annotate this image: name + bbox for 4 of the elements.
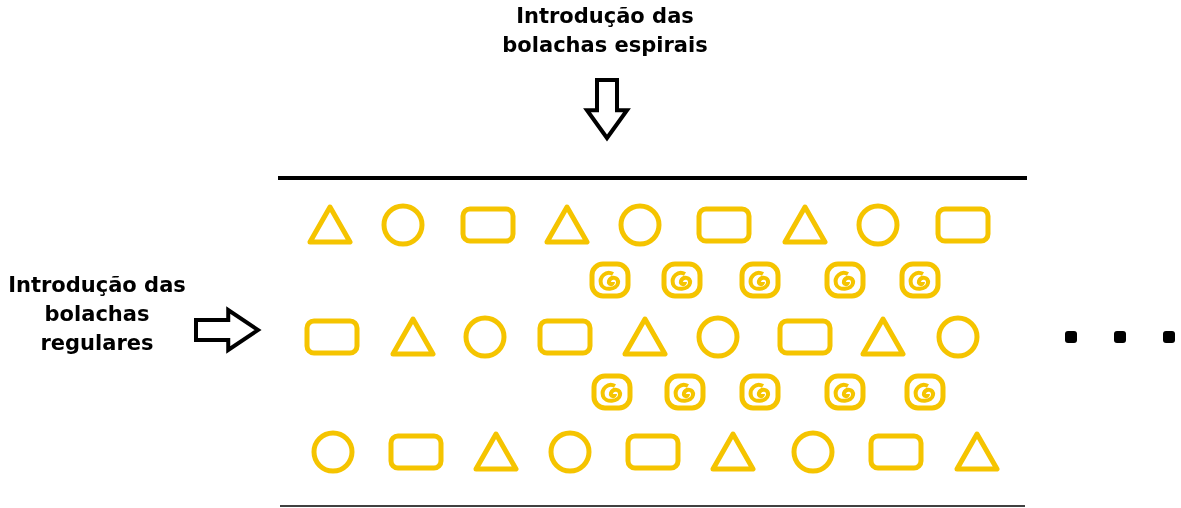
- intro-label: Introdução das bolachas espirais: [501, 3, 709, 59]
- block-arrow: [194, 306, 262, 354]
- intro-label: Introdução das bolachas regulares: [7, 272, 187, 357]
- block-arrow: [583, 78, 631, 142]
